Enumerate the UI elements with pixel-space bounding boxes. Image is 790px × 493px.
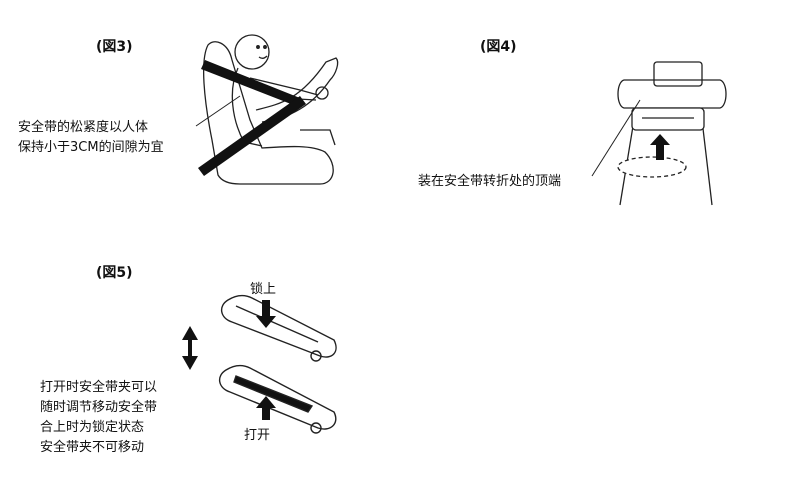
open-label: 打开 xyxy=(244,428,271,443)
fig4-label: (図4) xyxy=(480,39,517,55)
lock-arrow-icon xyxy=(256,300,276,328)
fig5-note: 打开时安全带夹可以 随时调节移动安全带 合上时为锁定状态 安全带夹不可移动 xyxy=(40,378,157,458)
fig5-note-line: 合上时为锁定状态 xyxy=(40,420,145,435)
fig3-note-line: 保持小于3CM的间隙为宜 xyxy=(18,140,164,155)
belt-guide-illustration xyxy=(617,61,727,206)
fig5-label: (図5) xyxy=(96,265,133,281)
fig5-note-line: 随时调节移动安全带 xyxy=(40,400,158,415)
clip-locked-illustration xyxy=(221,294,337,362)
fig3-note: 安全带的松紧度以人体 保持小于3CM的间隙为宜 xyxy=(18,118,164,158)
fig3-pointer-line xyxy=(195,95,241,127)
fig3-note-line: 安全带的松紧度以人体 xyxy=(18,120,149,135)
fig4-pointer-line xyxy=(591,99,641,177)
fig4-note: 装在安全带转折处的顶端 xyxy=(418,174,562,189)
fig5-note-line: 安全带夹不可移动 xyxy=(40,440,145,455)
lock-label: 锁上 xyxy=(250,282,277,297)
clip-open-illustration xyxy=(219,364,337,434)
open-arrow-icon xyxy=(256,396,276,420)
seatbelt-bands xyxy=(198,60,306,176)
double-arrow-icon xyxy=(182,326,198,370)
fig5-note-line: 打开时安全带夹可以 xyxy=(40,380,158,395)
fig3-label: (図3) xyxy=(96,39,133,55)
